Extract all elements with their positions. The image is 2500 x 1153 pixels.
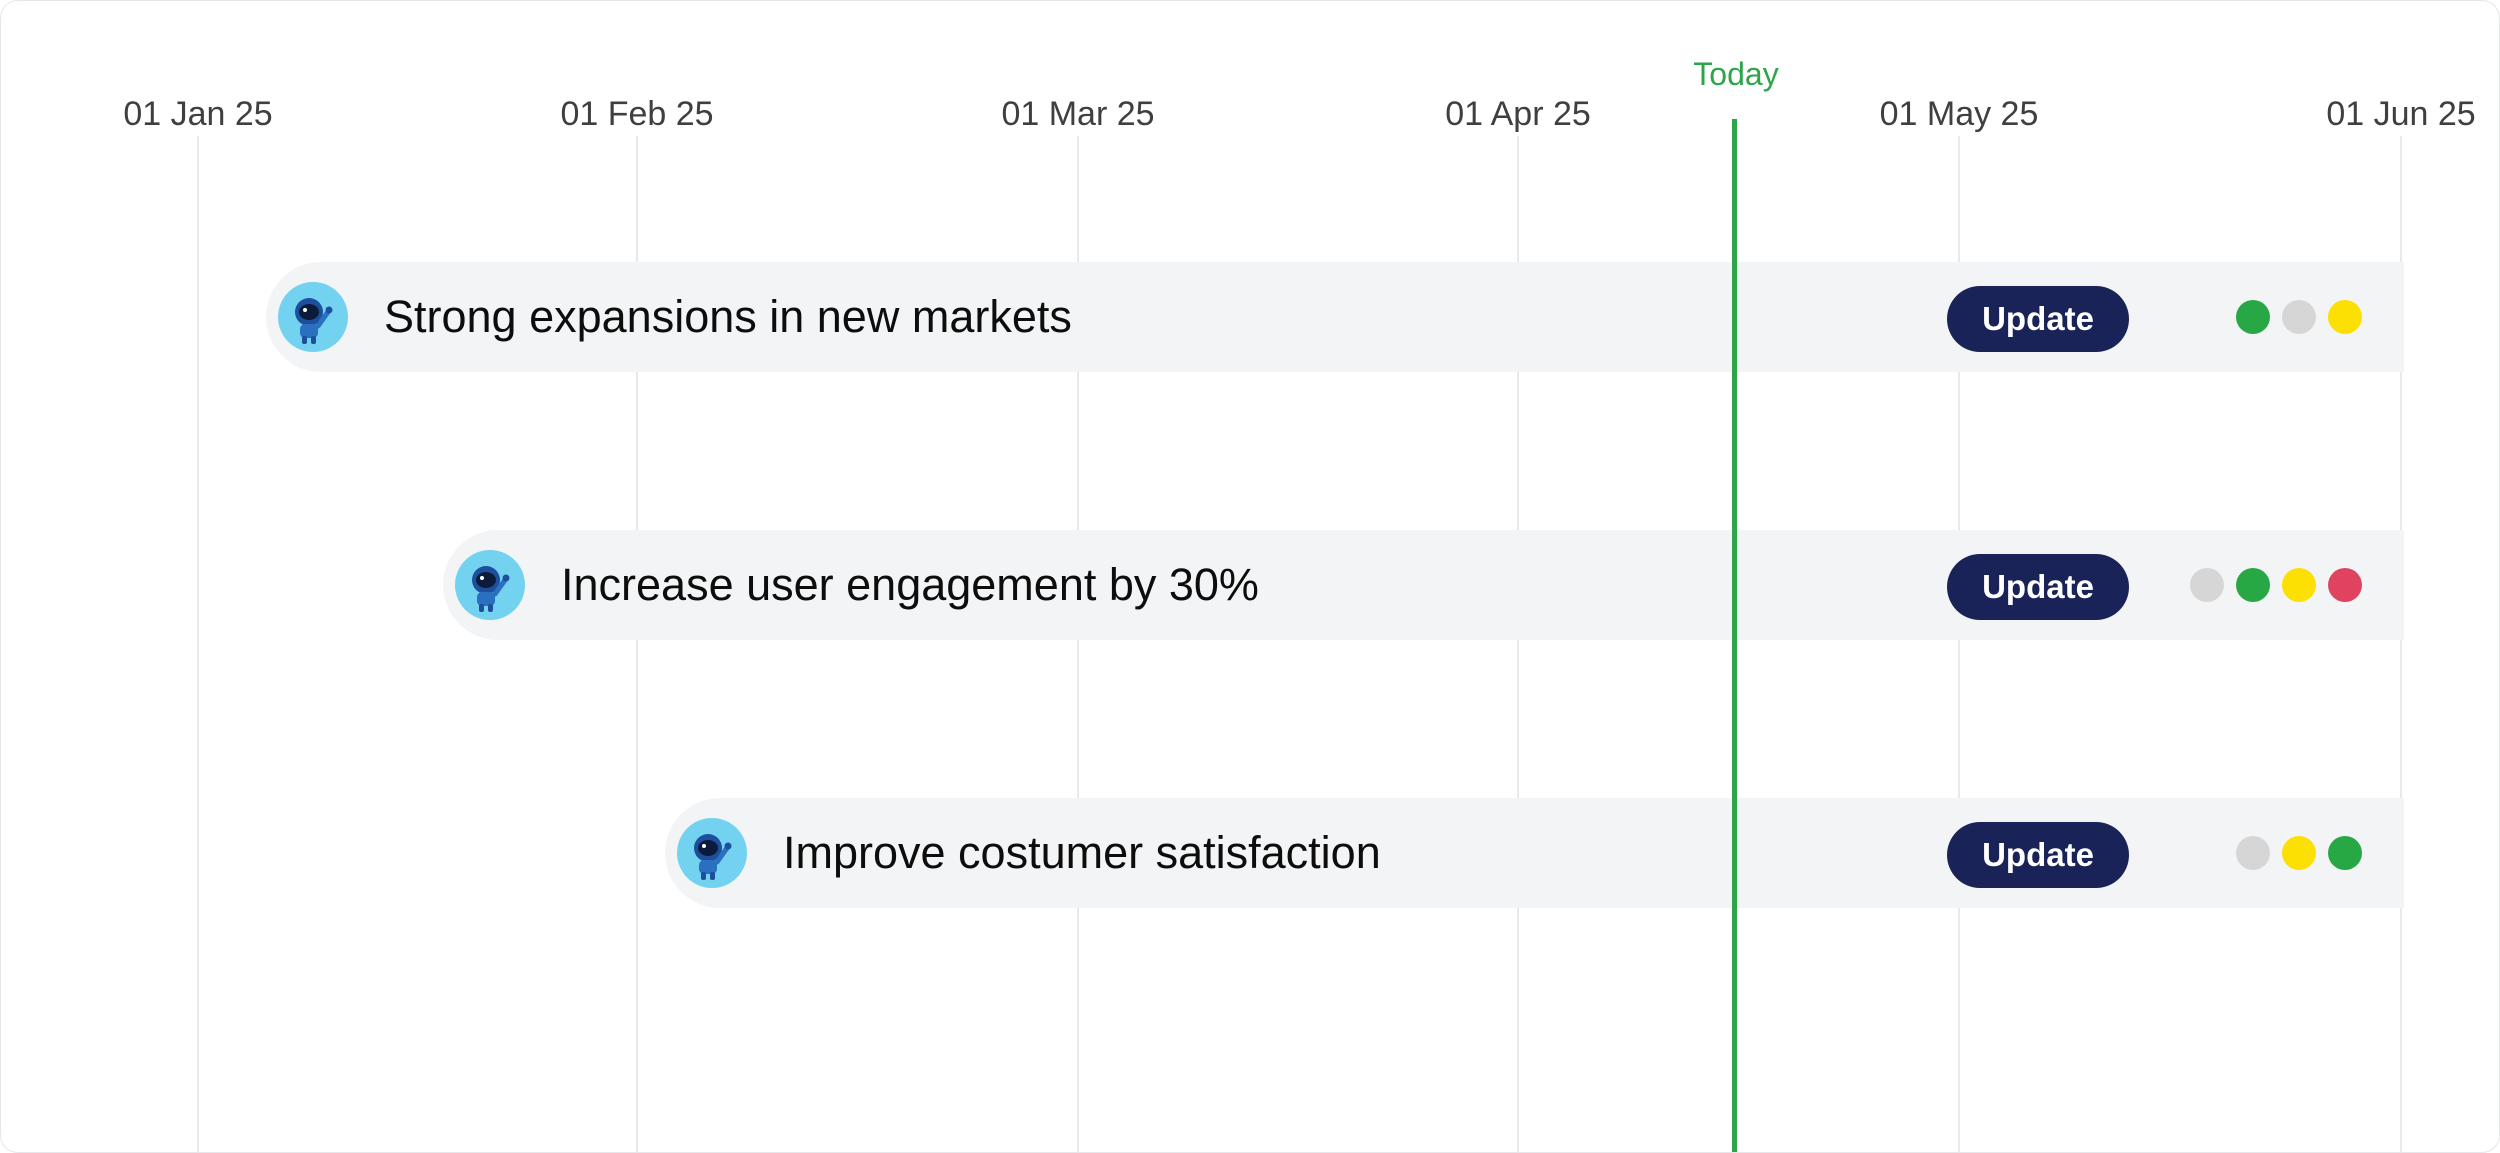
astronaut-icon (278, 282, 348, 352)
status-dot (2282, 568, 2316, 602)
gridline-mar (1077, 136, 1079, 1152)
update-button[interactable]: Update (1947, 286, 2129, 352)
status-dot (2236, 836, 2270, 870)
update-button[interactable]: Update (1947, 554, 2129, 620)
gridline-jun (2400, 136, 2402, 1152)
status-dots (2236, 836, 2362, 870)
gridline-apr (1517, 136, 1519, 1152)
status-dot (2328, 568, 2362, 602)
status-dot (2236, 300, 2270, 334)
update-button[interactable]: Update (1947, 822, 2129, 888)
goal-title: Increase user engagement by 30% (561, 559, 1259, 610)
status-dot (2282, 836, 2316, 870)
astronaut-icon (455, 550, 525, 620)
status-dot (2236, 568, 2270, 602)
status-dot (2190, 568, 2224, 602)
goal-title: Improve costumer satisfaction (783, 827, 1381, 878)
status-dots (2190, 568, 2362, 602)
date-label-mar: 01 Mar 25 (1001, 95, 1155, 133)
today-label: Today (1693, 56, 1779, 92)
date-label-apr: 01 Apr 25 (1445, 95, 1591, 133)
date-label-feb: 01 Feb 25 (560, 95, 714, 133)
gridline-may (1958, 136, 1960, 1152)
goal-row[interactable]: Improve costumer satisfaction Update (665, 798, 2404, 908)
goal-row[interactable]: Strong expansions in new markets Update (266, 262, 2404, 372)
gridline-jan (197, 136, 199, 1152)
gridline-feb (636, 136, 638, 1152)
astronaut-icon (677, 818, 747, 888)
status-dot (2328, 300, 2362, 334)
status-dot (2328, 836, 2362, 870)
date-label-jun: 01 Jun 25 (2326, 95, 2476, 133)
status-dot (2282, 300, 2316, 334)
goal-title: Strong expansions in new markets (384, 291, 1072, 342)
today-marker-line (1732, 119, 1737, 1152)
goal-row[interactable]: Increase user engagement by 30% Update (443, 530, 2404, 640)
date-label-jan: 01 Jan 25 (123, 95, 273, 133)
date-label-may: 01 May 25 (1879, 95, 2039, 133)
status-dots (2236, 300, 2362, 334)
